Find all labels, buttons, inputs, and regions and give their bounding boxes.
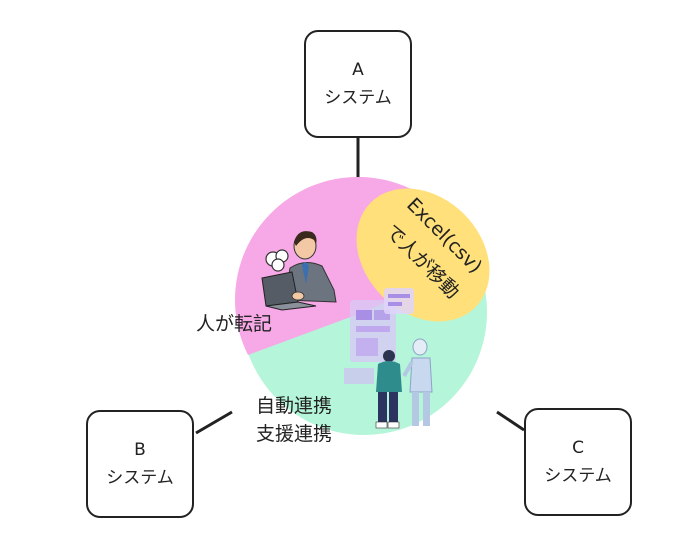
auto-label-line1: 自動連携 bbox=[256, 395, 332, 417]
system-a-name: システム bbox=[324, 88, 392, 108]
connector-c bbox=[496, 410, 525, 432]
stressed-office-worker-icon bbox=[261, 231, 337, 311]
system-c-box: C システム bbox=[524, 408, 632, 516]
system-c-name: システム bbox=[544, 466, 612, 486]
person-and-robot-with-dashboard-icon bbox=[344, 288, 433, 429]
system-b-name: システム bbox=[106, 468, 174, 488]
auto-label-line2: 支援連携 bbox=[256, 423, 332, 445]
connector-b bbox=[195, 410, 233, 435]
system-a-box: A システム bbox=[304, 30, 412, 138]
system-a-letter: A bbox=[352, 60, 364, 80]
manual-label: 人が転記 bbox=[196, 313, 272, 335]
system-b-box: B システム bbox=[86, 410, 194, 518]
system-c-letter: C bbox=[572, 438, 584, 458]
system-b-letter: B bbox=[134, 440, 146, 460]
